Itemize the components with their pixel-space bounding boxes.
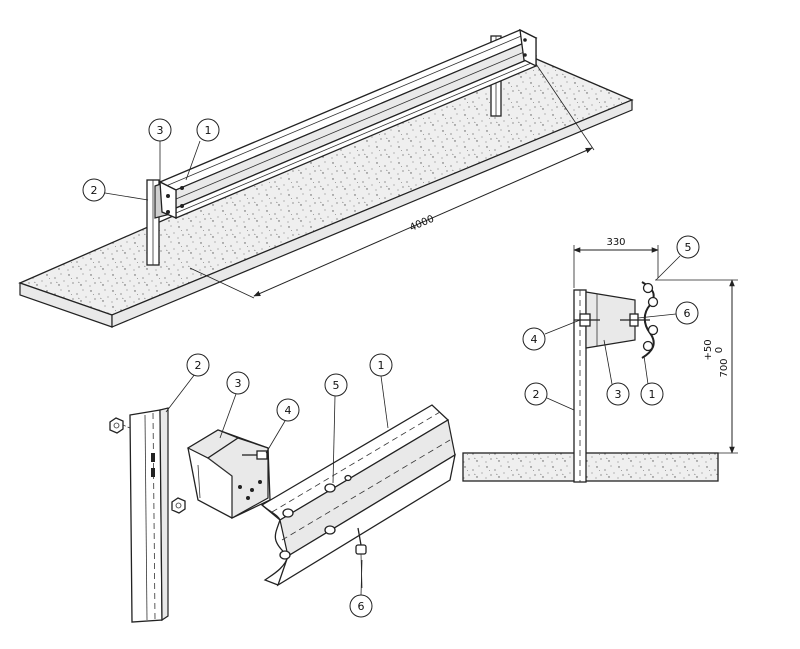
exploded-rail-lower bbox=[276, 453, 456, 587]
isometric-overview: 4000 1 3 2 bbox=[18, 28, 634, 328]
exploded-callout-6: 6 bbox=[358, 600, 365, 613]
section-spacer-block bbox=[585, 291, 636, 349]
exploded-callout-3: 3 bbox=[235, 377, 242, 390]
top-callout-3: 3 bbox=[157, 124, 164, 137]
ground-slab-top bbox=[18, 57, 634, 316]
dim-700-label: 700 bbox=[719, 358, 730, 377]
exploded-callout-5: 5 bbox=[333, 379, 340, 392]
section-callout-6: 6 bbox=[684, 307, 691, 320]
top-callout-2: 2 bbox=[91, 184, 98, 197]
section-callout-5: 5 bbox=[685, 241, 692, 254]
section-callout-1: 1 bbox=[649, 388, 656, 401]
exploded-callout-2: 2 bbox=[195, 359, 202, 372]
exploded-bolt-4 bbox=[242, 450, 268, 460]
exploded-callout-4: 4 bbox=[285, 404, 292, 417]
exploded-nut-left bbox=[109, 417, 124, 434]
section-callout-3: 3 bbox=[615, 388, 622, 401]
exploded-view: 2 3 4 5 1 6 bbox=[109, 353, 456, 623]
dim-700-tol-minus: 0 bbox=[714, 347, 725, 353]
section-callout-4: 4 bbox=[531, 333, 538, 346]
dim-line-4000 bbox=[253, 147, 593, 297]
dim-4000-label: 4000 bbox=[408, 214, 436, 234]
dim-330-label: 330 bbox=[606, 237, 625, 248]
section-callout-2: 2 bbox=[533, 388, 540, 401]
dim-700-tol-plus: +50 bbox=[703, 339, 714, 360]
exploded-callout-1: 1 bbox=[378, 359, 385, 372]
section-view: 330 700 +50 0 5 6 4 2 3 1 bbox=[462, 235, 738, 483]
exploded-nut-lower bbox=[171, 497, 186, 514]
top-callout-1: 1 bbox=[205, 124, 212, 137]
rail-end-flange bbox=[159, 180, 177, 219]
section-ground bbox=[462, 452, 719, 482]
